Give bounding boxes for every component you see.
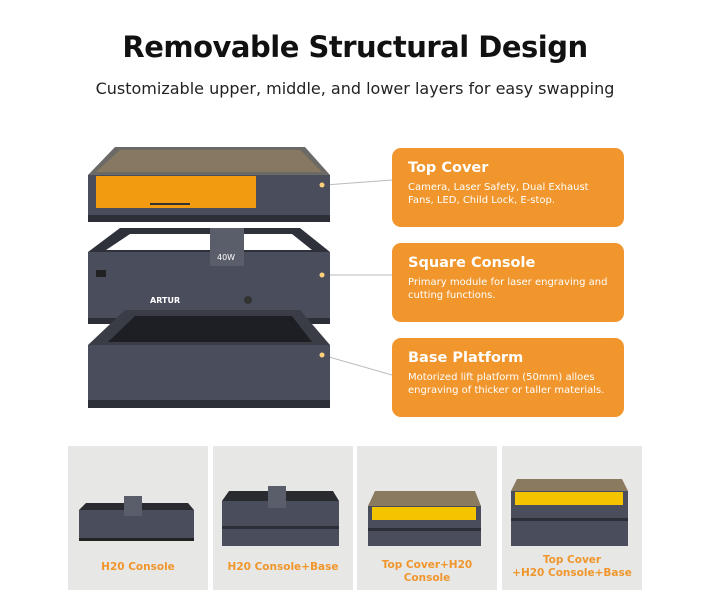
machine-thumbnail (79, 496, 194, 541)
machine-thumbnail (511, 479, 628, 546)
config-card-console-base: H20 Console+Base (213, 446, 353, 590)
feature-card-top-cover: Top Cover Camera, Laser Safety, Dual Exh… (392, 148, 624, 227)
config-label-line2: +H20 Console+Base (512, 567, 632, 579)
feature-title: Base Platform (408, 350, 524, 366)
machine-thumbnail (368, 491, 481, 546)
config-card-cover-console-base: Top Cover +H20 Console+Base (502, 446, 642, 590)
exploded-machine-illustration: 40W ARTUR (88, 147, 393, 408)
connector-line (324, 179, 393, 186)
feature-desc: Primary module for laser engraving and c… (408, 277, 608, 301)
page-subtitle: Customizable upper, middle, and lower la… (95, 79, 615, 98)
page-title: Removable Structural Design (122, 30, 588, 64)
machine-thumbnail (222, 486, 339, 546)
config-label: H20 Console (101, 561, 175, 573)
config-card-cover-console: Top Cover+H20 Console (357, 446, 497, 590)
feature-desc: Motorized lift platform (50mm) alloes en… (408, 372, 605, 396)
brand-logo: ARTUR (150, 296, 180, 305)
feature-desc: Camera, Laser Safety, Dual Exhaust Fans,… (408, 182, 589, 206)
feature-title: Top Cover (408, 160, 489, 176)
feature-card-base-platform: Base Platform Motorized lift platform (5… (392, 338, 624, 417)
config-label: Top Cover+H20 Console (381, 559, 473, 584)
feature-title: Square Console (408, 255, 536, 271)
power-label: 40W (217, 253, 235, 262)
config-label: Top Cover +H20 Console+Base (502, 554, 642, 580)
square-console-layer: 40W ARTUR (88, 228, 330, 324)
feature-card-square-console: Square Console Primary module for laser … (392, 243, 624, 322)
connector-line (321, 354, 393, 376)
config-label: H20 Console+Base (227, 561, 339, 573)
config-label-line1: Top Cover (542, 554, 602, 566)
config-card-console: H20 Console (68, 446, 208, 590)
top-cover-layer (88, 147, 330, 222)
base-platform-layer (88, 310, 330, 408)
